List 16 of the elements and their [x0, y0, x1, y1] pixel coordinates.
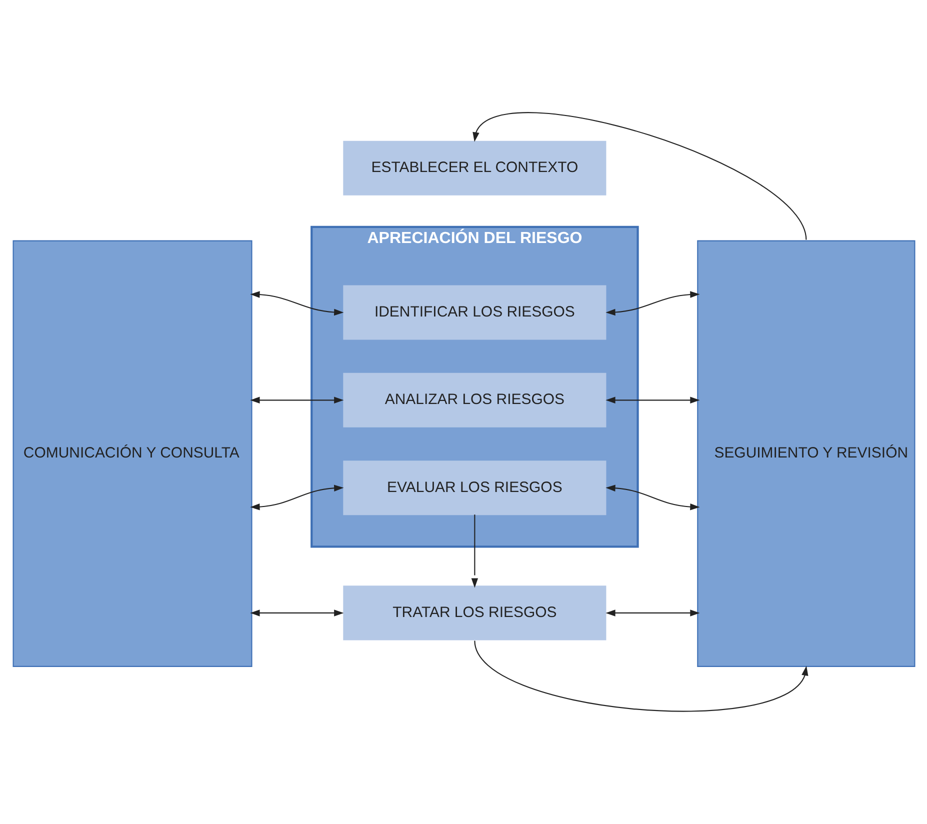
- arrow: [250, 396, 344, 404]
- arrow: [605, 396, 700, 404]
- arrow: [605, 610, 700, 616]
- node-box: ESTABLECER EL CONTEXTO: [342, 140, 606, 196]
- arrow: [250, 610, 344, 616]
- node-box: ANALIZAR LOS RIESGOS: [342, 372, 606, 428]
- arrow: [472, 112, 806, 240]
- arrow: [250, 484, 344, 510]
- arrow: [470, 514, 478, 588]
- arrow: [250, 291, 344, 316]
- node-box: TRATAR LOS RIESGOS: [342, 586, 606, 640]
- node-box: IDENTIFICAR LOS RIESGOS: [342, 285, 606, 340]
- node-box: EVALUAR LOS RIESGOS: [342, 460, 606, 516]
- arrow: [605, 291, 700, 316]
- arrow: [474, 640, 808, 712]
- arrow: [605, 484, 700, 510]
